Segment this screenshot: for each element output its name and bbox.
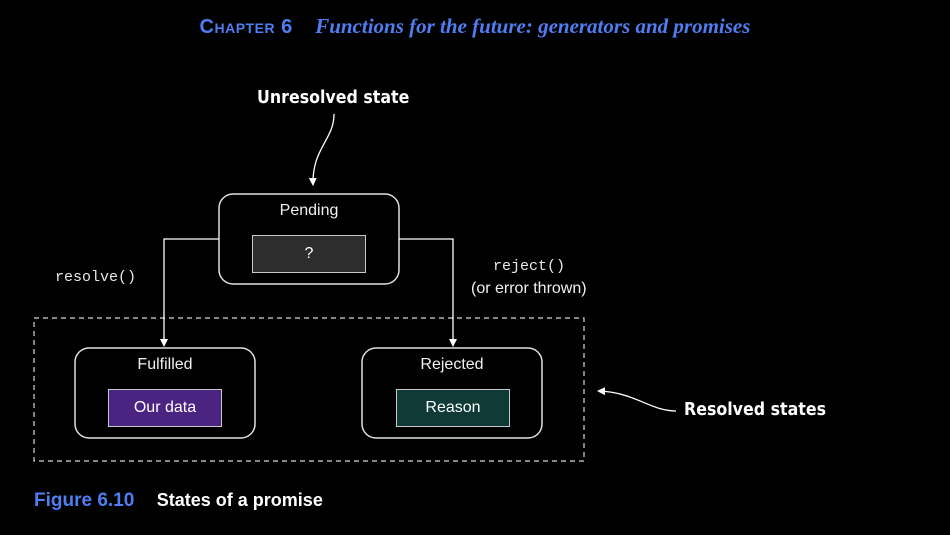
- figure-number: Figure 6.10: [34, 490, 135, 511]
- resolve-call-label: resolve(): [55, 269, 137, 286]
- unresolved-pointer-arrow: [308, 113, 335, 186]
- rejected-value: Reason: [425, 399, 481, 416]
- resolve-transition-arrow: [160, 238, 219, 347]
- reject-call-label: reject(): [493, 258, 566, 275]
- pending-value-box: ?: [252, 235, 366, 273]
- pending-value: ?: [304, 245, 314, 262]
- resolved-states-group: [33, 317, 585, 462]
- reject-transition-arrow: [399, 238, 457, 347]
- resolved-pointer-arrow: [597, 387, 677, 412]
- fulfilled-state-title: Fulfilled: [137, 356, 193, 373]
- figure-title: States of a promise: [156, 490, 323, 510]
- resolved-states-label: Resolved states: [684, 399, 827, 420]
- fulfilled-value: Our data: [133, 399, 197, 416]
- unresolved-state-label: Unresolved state: [257, 87, 410, 108]
- fulfilled-value-box: Our data: [108, 389, 222, 427]
- figure-caption: Figure 6.10 States of a promise: [34, 490, 323, 512]
- chapter-title: Functions for the future: generators and…: [315, 14, 751, 38]
- chapter-header: Chapter 6 Functions for the future: gene…: [0, 14, 950, 39]
- rejected-state-title: Rejected: [420, 356, 484, 373]
- rejected-value-box: Reason: [396, 389, 510, 427]
- reject-note-label: (or error thrown): [471, 280, 587, 297]
- chapter-label: Chapter 6: [199, 16, 293, 38]
- pending-state-title: Pending: [279, 202, 339, 219]
